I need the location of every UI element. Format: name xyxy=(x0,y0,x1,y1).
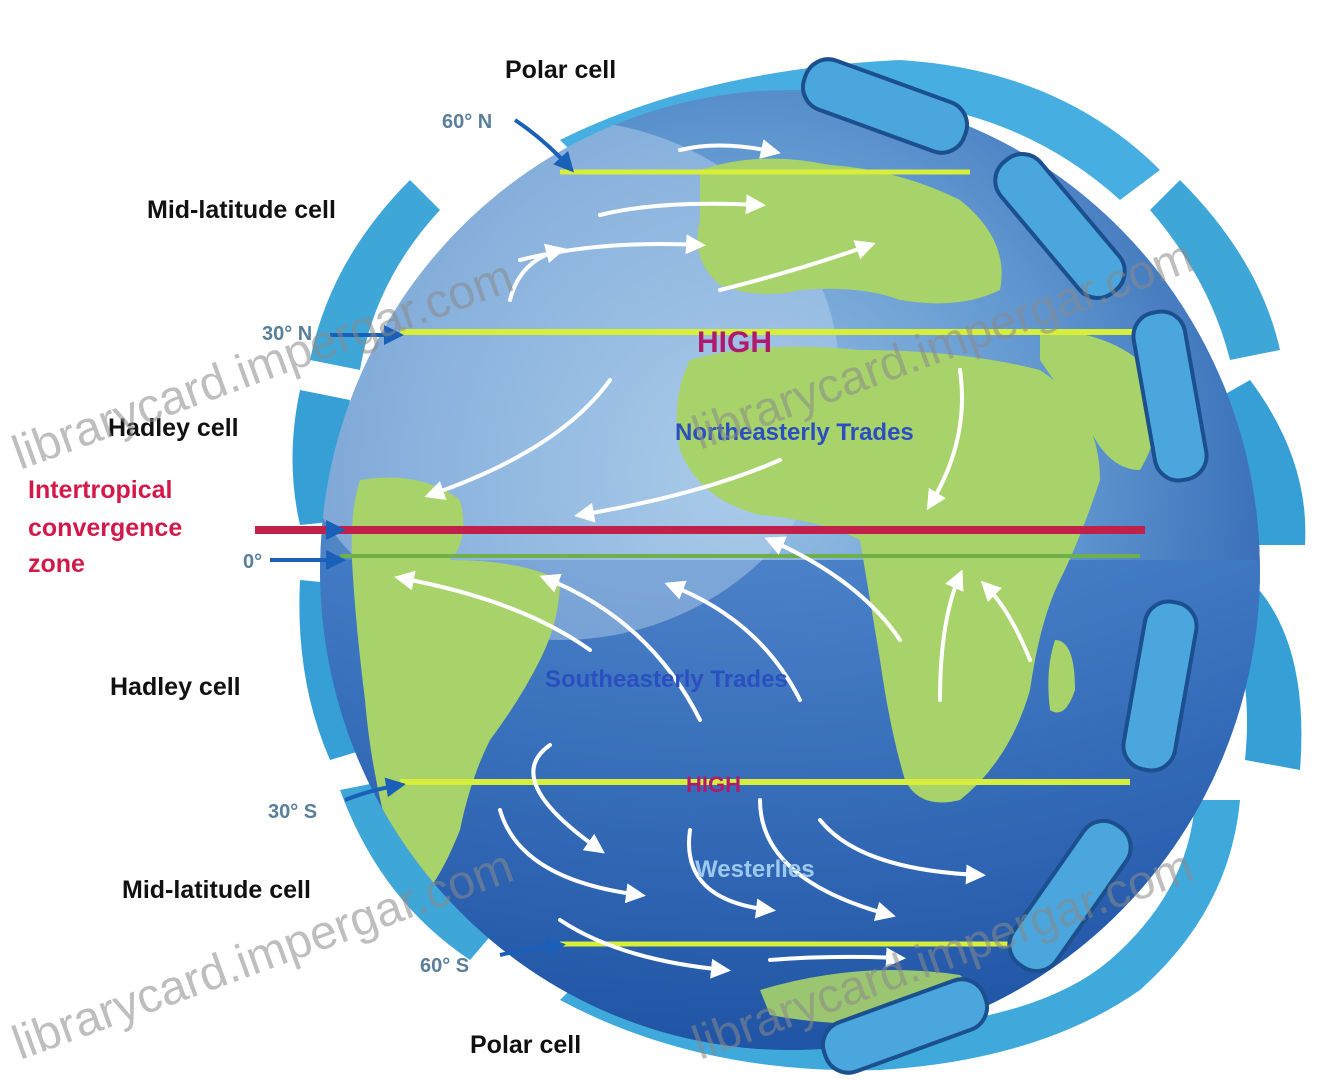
wind-arrow xyxy=(687,828,776,919)
wind-arrow xyxy=(768,947,906,968)
land-europe xyxy=(697,158,1002,304)
atmosphere-ring xyxy=(292,60,1306,1071)
label-polar-cell-south: Polar cell xyxy=(470,1031,581,1059)
land-madagascar xyxy=(1048,640,1075,713)
wind-arrow xyxy=(926,368,964,511)
itcz-label-line-2: convergence xyxy=(28,514,182,542)
lat-pointer-60s xyxy=(499,936,566,957)
itcz-label-line-3: zone xyxy=(28,550,85,578)
cell-loop-midlat-north xyxy=(993,151,1127,301)
atmosphere-segment xyxy=(560,60,1160,200)
wind-arrows xyxy=(394,139,1032,979)
wind-arrow xyxy=(518,234,706,262)
cell-loop-polar-south xyxy=(820,977,990,1075)
atmosphere-segment xyxy=(1150,180,1280,360)
wind-arrow xyxy=(598,194,766,217)
label-hadley-cell-south: Hadley cell xyxy=(110,673,241,701)
wind-arrow xyxy=(664,580,802,702)
wind-arrow xyxy=(539,573,702,722)
lat-label-eq: 0° xyxy=(243,551,262,573)
label-midlat-cell-south: Mid-latitude cell xyxy=(122,876,311,904)
wind-arrow xyxy=(758,798,896,922)
label-westerlies: Westerlies xyxy=(695,856,815,883)
wind-arrow xyxy=(718,240,876,292)
itcz-label-line-1: Intertropical xyxy=(28,476,172,504)
wind-arrow xyxy=(394,570,592,652)
land-arabia xyxy=(1040,330,1158,470)
cell-loop-hadley-north xyxy=(1131,309,1209,483)
latitude-labels: 60° N 30° N 0° 30° S 60° S xyxy=(243,111,492,977)
lat-pointer-30s xyxy=(344,777,406,802)
label-se-trades: Southeasterly Trades xyxy=(545,666,788,693)
wind-arrow xyxy=(508,243,566,302)
lat-label-30s: 30° S xyxy=(268,801,317,823)
pressure-high-north: HIGH xyxy=(697,326,772,359)
wind-arrow xyxy=(678,139,781,159)
atmosphere-segment xyxy=(1215,380,1306,545)
lat-label-60s: 60° S xyxy=(420,955,469,977)
lat-label-60n: 60° N xyxy=(442,111,492,133)
lat-pointer-60n xyxy=(513,118,574,173)
wind-arrow xyxy=(531,743,605,854)
atmosphere-segment xyxy=(560,800,1240,1071)
pressure-high-south: HIGH xyxy=(686,772,741,797)
wind-arrow xyxy=(498,808,646,904)
wind-arrow xyxy=(424,378,612,500)
lat-label-30n: 30° N xyxy=(262,323,312,345)
wind-arrow xyxy=(980,580,1032,662)
wind-arrow xyxy=(764,536,902,642)
atmosphere-segment xyxy=(340,780,500,960)
label-midlat-cell-north: Mid-latitude cell xyxy=(147,196,336,224)
latitude-lines xyxy=(255,169,1180,947)
latitude-pointers xyxy=(260,118,574,957)
land-africa xyxy=(676,346,1100,803)
label-ne-trades: Northeasterly Trades xyxy=(675,419,914,446)
cell-loops xyxy=(800,57,1209,1075)
label-hadley-cell-north: Hadley cell xyxy=(108,414,239,442)
cell-loop-hadley-south xyxy=(1121,599,1199,773)
label-polar-cell-north: Polar cell xyxy=(505,56,616,84)
cell-loop-midlat-south xyxy=(1007,818,1133,974)
wind-arrow xyxy=(558,918,731,979)
itcz-label: Intertropical convergence zone xyxy=(28,476,182,578)
atmosphere-segment xyxy=(310,180,440,370)
wind-arrow xyxy=(574,458,782,523)
wind-arrow xyxy=(818,818,986,885)
cell-loop-polar-north xyxy=(800,57,970,155)
wind-arrow xyxy=(938,569,964,702)
